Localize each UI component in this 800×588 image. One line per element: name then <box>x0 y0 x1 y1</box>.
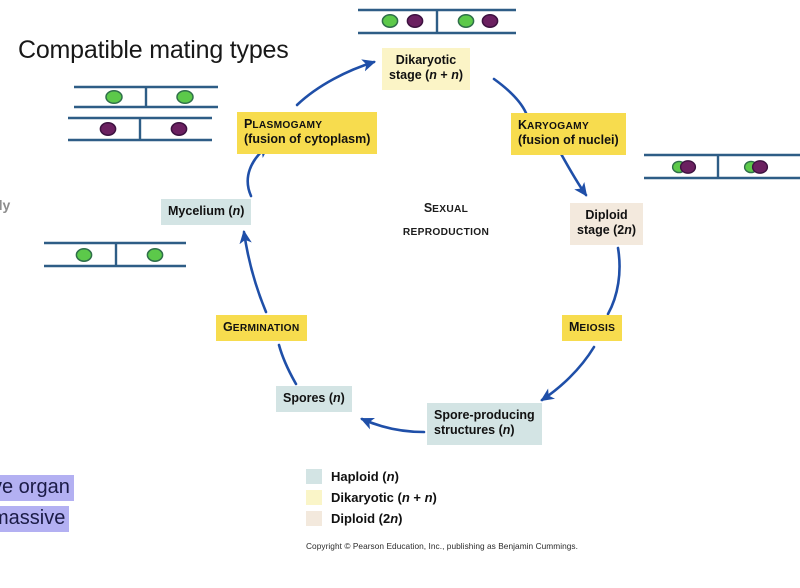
hypha-mating-type-green <box>74 85 218 109</box>
process-plasmogamy[interactable]: PLASMOGAMY (fusion of cytoplasm) <box>237 112 378 154</box>
center-caption-line2: REPRODUCTION <box>402 227 490 239</box>
legend-swatch-haploid <box>306 468 322 484</box>
legend-item-diploid: Diploid (2n) <box>306 510 437 526</box>
hypha-dikaryotic <box>358 8 516 35</box>
process-germination-label: GERMINATION <box>223 320 300 334</box>
legend-swatch-dikaryotic <box>306 489 322 505</box>
stage-dikaryotic-line1: Dikaryotic <box>395 53 457 67</box>
process-germination[interactable]: GERMINATION <box>216 315 307 342</box>
stage-spore-structures-line1: Spore-producing <box>434 408 535 422</box>
stage-dikaryotic[interactable]: Dikaryotic stage (n + n) <box>382 48 470 90</box>
center-caption-line1: SEXUAL <box>423 201 469 215</box>
legend-label-dikaryotic: Dikaryotic (n + n) <box>331 489 437 505</box>
stage-diploid-line1: Diploid <box>585 208 628 222</box>
process-plasmogamy-line1: PLASMOGAMY <box>244 117 323 131</box>
legend-swatch-diploid <box>306 510 322 526</box>
highlighted-text-line-2: massive <box>0 506 70 532</box>
arrow-spore-structures-to-spores <box>360 417 426 434</box>
arrow-germination-to-mycelium <box>239 229 268 314</box>
legend-label-haploid: Haploid (n) <box>331 468 399 484</box>
hypha-mycelium <box>44 241 186 268</box>
process-plasmogamy-line2: (fusion of cytoplasm) <box>244 132 371 147</box>
cycle-center-caption: SEXUAL REPRODUCTION <box>386 196 506 242</box>
left-edge-text-fragment: dy <box>0 197 11 213</box>
legend-item-haploid: Haploid (n) <box>306 468 437 484</box>
stage-dikaryotic-line2: stage (n + n) <box>389 68 463 83</box>
arrow-spores-to-germination <box>277 343 298 386</box>
stage-spores[interactable]: Spores (n) <box>276 386 352 413</box>
stage-mycelium-label: Mycelium (n) <box>168 204 245 218</box>
stage-spore-producing-structures[interactable]: Spore-producing structures (n) <box>427 403 542 445</box>
arrow-karyogamy-to-diploid <box>558 150 588 197</box>
arrow-diploid-to-meiosis <box>606 246 621 316</box>
process-karyogamy[interactable]: KARYOGAMY (fusion of nuclei) <box>511 113 626 155</box>
arrow-plasmogamy-to-dikaryotic <box>295 59 376 107</box>
hypha-diploid <box>644 153 800 180</box>
highlighted-text-line-1: ve organ <box>0 475 74 501</box>
copyright-notice: Copyright © Pearson Education, Inc., pub… <box>306 541 578 551</box>
legend-label-diploid: Diploid (2n) <box>331 510 403 526</box>
stage-spores-label: Spores (n) <box>283 391 345 405</box>
legend: Haploid (n) Dikaryotic (n + n) Diploid (… <box>306 468 437 531</box>
stage-diploid[interactable]: Diploid stage (2n) <box>570 203 644 245</box>
page-title: Compatible mating types <box>18 36 289 64</box>
process-karyogamy-line2: (fusion of nuclei) <box>518 133 619 148</box>
stage-diploid-line2: stage (2n) <box>577 223 637 238</box>
arrow-dikaryotic-to-karyogamy <box>492 77 528 115</box>
legend-item-dikaryotic: Dikaryotic (n + n) <box>306 489 437 505</box>
process-karyogamy-line1: KARYOGAMY <box>518 118 590 132</box>
process-meiosis-label: MEIOSIS <box>569 320 616 334</box>
arrow-meiosis-to-spore-structures <box>540 345 596 402</box>
stage-spore-structures-line2: structures (n) <box>434 423 515 438</box>
hypha-mating-type-purple <box>68 116 212 142</box>
stage-mycelium[interactable]: Mycelium (n) <box>161 199 252 226</box>
process-meiosis[interactable]: MEIOSIS <box>562 315 623 342</box>
